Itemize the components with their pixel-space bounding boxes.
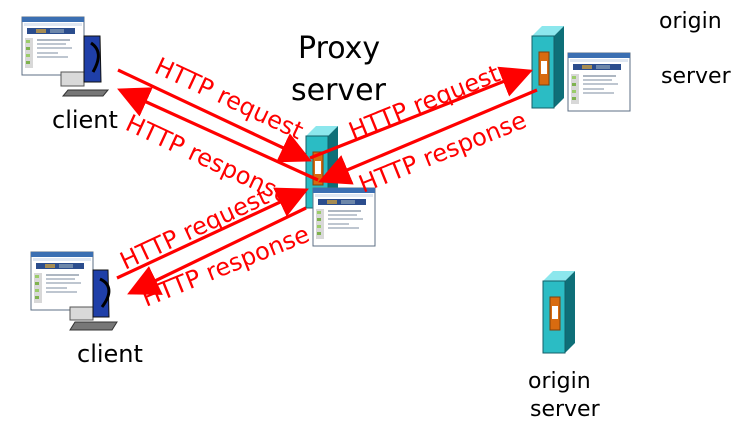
desktop-computer-icon: [21, 16, 110, 97]
edge-origin-response: [318, 88, 538, 185]
origin-server-top-node: [531, 25, 631, 112]
origin-top-label-line1: origin: [659, 9, 722, 34]
origin-top-label-line2: server: [661, 64, 732, 89]
client-top-label: client: [52, 106, 118, 134]
edge-bottom-client-response: [127, 206, 307, 295]
edge-origin-request: [309, 66, 533, 160]
proxy-server-label-line1: Proxy: [298, 31, 380, 66]
client-bottom-label: client: [77, 340, 143, 368]
origin-bottom-label-line1: origin: [528, 369, 591, 394]
origin-bottom-label-line2: server: [530, 397, 601, 422]
server-tower-icon: [531, 25, 565, 109]
edge-bottom-client-request: [116, 187, 309, 280]
server-tower-icon: [542, 270, 576, 354]
client-computer-top: [21, 16, 110, 97]
desktop-computer-icon: [30, 251, 118, 331]
edge-top-client-request: [117, 68, 312, 163]
proxy-server-label-line2: server: [291, 73, 387, 108]
web-page-thumbnail-icon: [567, 52, 631, 112]
client-computer-bottom: [30, 251, 118, 331]
origin-server-bottom-node: [542, 270, 576, 354]
edge-top-client-response: [117, 87, 319, 182]
